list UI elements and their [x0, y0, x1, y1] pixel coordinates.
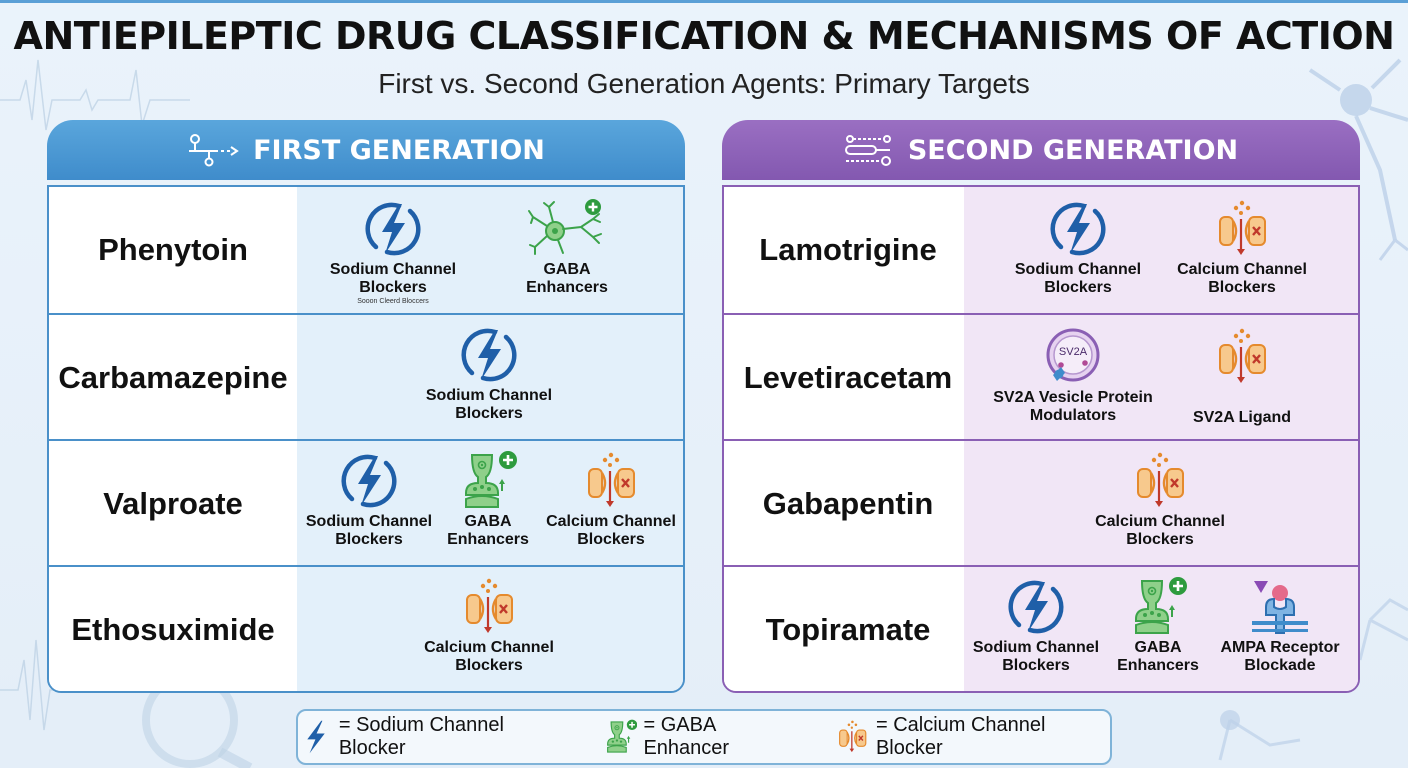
drug-row-topiramate: Topiramate Sodium Channel Blockers GABA … [724, 565, 1358, 691]
drug-row-phenytoin: Phenytoin Sodium Channel Blockers Sooon … [49, 187, 683, 313]
calcium-channel-icon [459, 577, 519, 637]
mechanism-gaba: GABA Enhancers [1098, 577, 1218, 675]
lightning-icon [1048, 199, 1108, 259]
mechanism-area: Sodium Channel Blockers GABA Enhancers C… [297, 441, 683, 567]
second-generation-panel: SECOND GENERATION Lamotrigine Sodium Cha… [722, 120, 1360, 693]
synapse-plus-icon [458, 451, 518, 511]
mechanism-gaba: GABA Enhancers [423, 451, 553, 549]
mechanism-calcium: Calcium Channel Blockers [419, 577, 559, 675]
mechanism-area: Sodium Channel Blockers Sooon Cleerd Blo… [297, 187, 683, 313]
mechanism-label: Sodium Channel Blockers [972, 639, 1100, 674]
second-generation-table: Lamotrigine Sodium Channel Blockers Calc… [722, 185, 1360, 693]
mechanism-area: SV2A SV2A Vesicle Protein Modulators SV2… [964, 315, 1358, 441]
lightning-icon [339, 451, 399, 511]
first-generation-title: FIRST GENERATION [253, 134, 545, 166]
mechanism-calcium: Calcium Channel Blockers [541, 451, 681, 549]
page-subtitle: First vs. Second Generation Agents: Prim… [378, 68, 1030, 99]
calcium-channel-icon [835, 719, 870, 755]
first-generation-panel: FIRST GENERATION Phenytoin Sodium Channe… [47, 120, 685, 693]
mechanism-label: SV2A Ligand [1192, 409, 1292, 426]
synapse-plus-icon [1128, 577, 1188, 637]
drug-row-gabapentin: Gabapentin Calcium Channel Blockers [724, 439, 1358, 567]
drug-name: Lamotrigine [724, 187, 972, 313]
drug-name: Phenytoin [49, 187, 297, 313]
legend-item-calcium: = Calcium Channel Blocker [835, 714, 1110, 760]
mechanism-label: Calcium Channel Blockers [546, 513, 676, 548]
mechanism-sodium: Sodium Channel Blockers [419, 325, 559, 423]
mechanism-ampa: AMPA Receptor Blockade [1210, 577, 1350, 675]
mechanism-label: Sodium Channel Blockers [305, 513, 433, 548]
mechanism-sodium: Sodium Channel Blockers [1008, 199, 1148, 297]
calcium-channel-icon [1212, 327, 1272, 387]
drug-row-carbamazepine: Carbamazepine Sodium Channel Blockers [49, 313, 683, 441]
mechanism-label: GABA Enhancers [447, 513, 529, 548]
legend-text: = Calcium Channel Blocker [875, 714, 1046, 759]
mechanism-area: Calcium Channel Blockers [297, 567, 683, 691]
lightning-icon [307, 720, 325, 754]
second-generation-header: SECOND GENERATION [722, 120, 1360, 180]
synapse-plus-icon [603, 719, 638, 755]
legend-text: = Sodium Channel Blocker [338, 714, 504, 759]
second-generation-title: SECOND GENERATION [907, 134, 1239, 166]
pathway-icon [189, 134, 239, 167]
drug-name: Topiramate [724, 567, 972, 691]
mechanism-area: Sodium Channel Blockers Calcium Channel … [964, 187, 1358, 313]
first-generation-table: Phenytoin Sodium Channel Blockers Sooon … [47, 185, 685, 693]
calcium-channel-icon [1130, 451, 1190, 511]
top-accent-line [0, 0, 1408, 3]
mechanism-label: GABA Enhancers [1117, 639, 1199, 674]
mechanism-area: Calcium Channel Blockers [964, 441, 1358, 567]
legend-item-sodium: = Sodium Channel Blocker [298, 714, 569, 760]
mechanism-label: GABA Enhancers [526, 261, 608, 296]
drug-name: Ethosuximide [49, 567, 297, 691]
mechanism-label: SV2A Vesicle Protein Modulators [993, 389, 1153, 424]
drug-row-lamotrigine: Lamotrigine Sodium Channel Blockers Calc… [724, 187, 1358, 313]
mechanism-gaba: GABA Enhancers [497, 199, 637, 297]
mechanism-label: Sodium Channel Blockers [329, 261, 457, 296]
ampa-receptor-icon [1250, 577, 1310, 637]
drug-name: Valproate [49, 441, 297, 567]
mechanism-calcium: Calcium Channel Blockers [1172, 199, 1312, 297]
mechanism-area: Sodium Channel Blockers GABA Enhancers A… [964, 567, 1358, 691]
mechanism-sodium: Sodium Channel Blockers [966, 577, 1106, 675]
calcium-channel-icon [581, 451, 641, 511]
mechanism-sublabel: Sooon Cleerd Bloccers [357, 298, 429, 305]
mechanism-sodium: Sodium Channel Blockers [299, 451, 439, 549]
lightning-icon [1006, 577, 1066, 637]
mechanism-sv2a-ligand: SV2A Ligand [1172, 327, 1312, 427]
neuron-plus-icon [527, 199, 607, 259]
drug-name: Carbamazepine [49, 315, 297, 441]
circuit-icon [844, 135, 891, 166]
sv2a-icon-text: SV2A [1058, 346, 1088, 358]
legend-text: = GABA Enhancer [643, 714, 730, 759]
mechanism-label: Sodium Channel Blockers [425, 387, 553, 422]
mechanism-calcium: Calcium Channel Blockers [1090, 451, 1230, 549]
legend: = Sodium Channel Blocker = GABA Enhancer… [296, 709, 1112, 765]
mechanism-area: Sodium Channel Blockers [297, 315, 683, 441]
drug-row-ethosuximide: Ethosuximide Calcium Channel Blockers [49, 565, 683, 691]
mechanism-label: Sodium Channel Blockers [1014, 261, 1142, 296]
mechanism-label: Calcium Channel Blockers [424, 639, 554, 674]
drug-name: Gabapentin [724, 441, 972, 567]
mechanism-label: Calcium Channel Blockers [1095, 513, 1225, 548]
drug-row-levetiracetam: Levetiracetam SV2A SV2A Vesicle Protein … [724, 313, 1358, 441]
legend-item-gaba: = GABA Enhancer [603, 714, 801, 760]
mechanism-sv2a-modulator: SV2A SV2A Vesicle Protein Modulators [988, 327, 1158, 425]
drug-row-valproate: Valproate Sodium Channel Blockers GABA E… [49, 439, 683, 567]
page-title: ANTIEPILEPTIC DRUG CLASSIFICATION & MECH… [13, 14, 1395, 58]
lightning-icon [459, 325, 519, 385]
first-generation-header: FIRST GENERATION [47, 120, 685, 180]
mechanism-label: AMPA Receptor Blockade [1220, 639, 1340, 674]
drug-name: Levetiracetam [724, 315, 972, 441]
lightning-icon [363, 199, 423, 259]
mechanism-sodium: Sodium Channel Blockers Sooon Cleerd Blo… [323, 199, 463, 305]
mechanism-label: Calcium Channel Blockers [1177, 261, 1307, 296]
calcium-channel-icon [1212, 199, 1272, 259]
